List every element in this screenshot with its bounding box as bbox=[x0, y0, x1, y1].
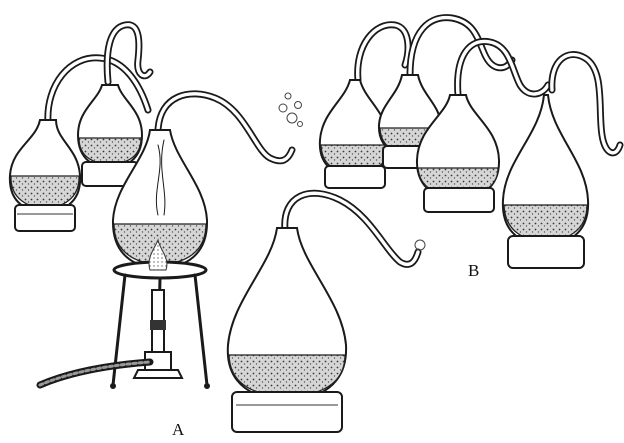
label-group-a: A bbox=[172, 421, 184, 438]
flask-front-center bbox=[228, 193, 425, 432]
gas-hose bbox=[40, 362, 150, 385]
label-group-b: B bbox=[468, 262, 479, 279]
vapor-puff bbox=[279, 93, 303, 127]
